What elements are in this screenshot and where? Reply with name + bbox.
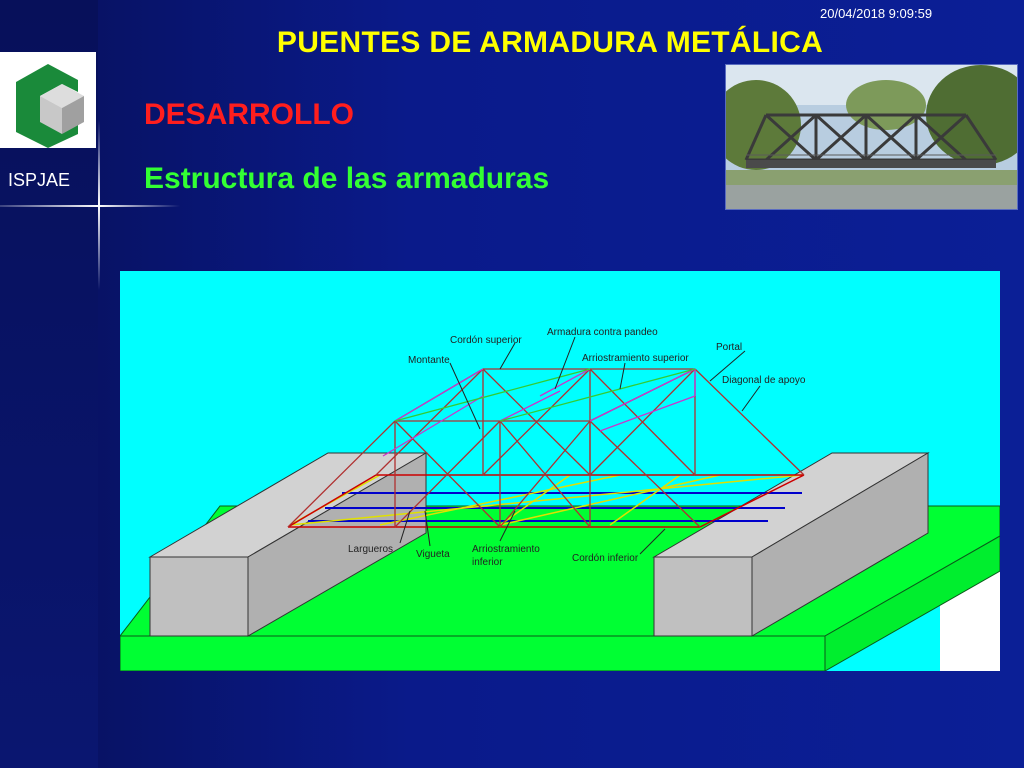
left-abutment-side xyxy=(247,452,427,637)
label-portal: Portal xyxy=(716,342,742,353)
label-leaders xyxy=(399,336,761,555)
ground-front xyxy=(119,635,826,672)
logo-caption: ISPJAE xyxy=(8,170,71,190)
logo-icon xyxy=(16,64,84,148)
portal-bracing xyxy=(382,368,696,457)
bridge-photo xyxy=(711,64,1024,210)
label-armadura-contra-pandeo: Armadura contra pandeo xyxy=(547,327,658,338)
truss-diagram-svg: Cordón superior Armadura contra pandeo A… xyxy=(118,271,1001,672)
label-arriostramiento-superior: Arriostramiento superior xyxy=(582,353,689,364)
decorative-vertical-line xyxy=(98,120,100,290)
left-abutment-front xyxy=(149,556,249,637)
top-bracing xyxy=(394,368,696,422)
label-largueros: Largueros xyxy=(348,544,393,555)
label-diagonal-de-apoyo: Diagonal de apoyo xyxy=(722,375,806,386)
section-heading: DESARROLLO xyxy=(144,98,354,131)
label-montante: Montante xyxy=(408,355,450,366)
label-cordon-inferior: Cordón inferior xyxy=(572,553,639,564)
label-cordon-superior: Cordón superior xyxy=(450,335,522,346)
right-abutment-front xyxy=(653,556,753,637)
slide-title: PUENTES DE ARMADURA METÁLICA xyxy=(276,26,824,59)
label-vigueta: Vigueta xyxy=(416,549,450,560)
stringers xyxy=(308,492,802,522)
subsection-heading: Estructura de las armaduras xyxy=(144,162,550,195)
label-arriostramiento-inferior-2: inferior xyxy=(472,557,503,568)
decorative-horizontal-line xyxy=(0,205,180,207)
right-abutment-side xyxy=(751,452,929,637)
slide-timestamp: 20/04/2018 9:09:59 xyxy=(820,6,933,21)
ispjae-logo xyxy=(0,52,96,148)
label-arriostramiento-inferior-1: Arriostramiento xyxy=(472,544,540,555)
truss-diagram: Cordón superior Armadura contra pandeo A… xyxy=(118,271,1001,672)
bridge-photo-image xyxy=(711,65,1024,209)
